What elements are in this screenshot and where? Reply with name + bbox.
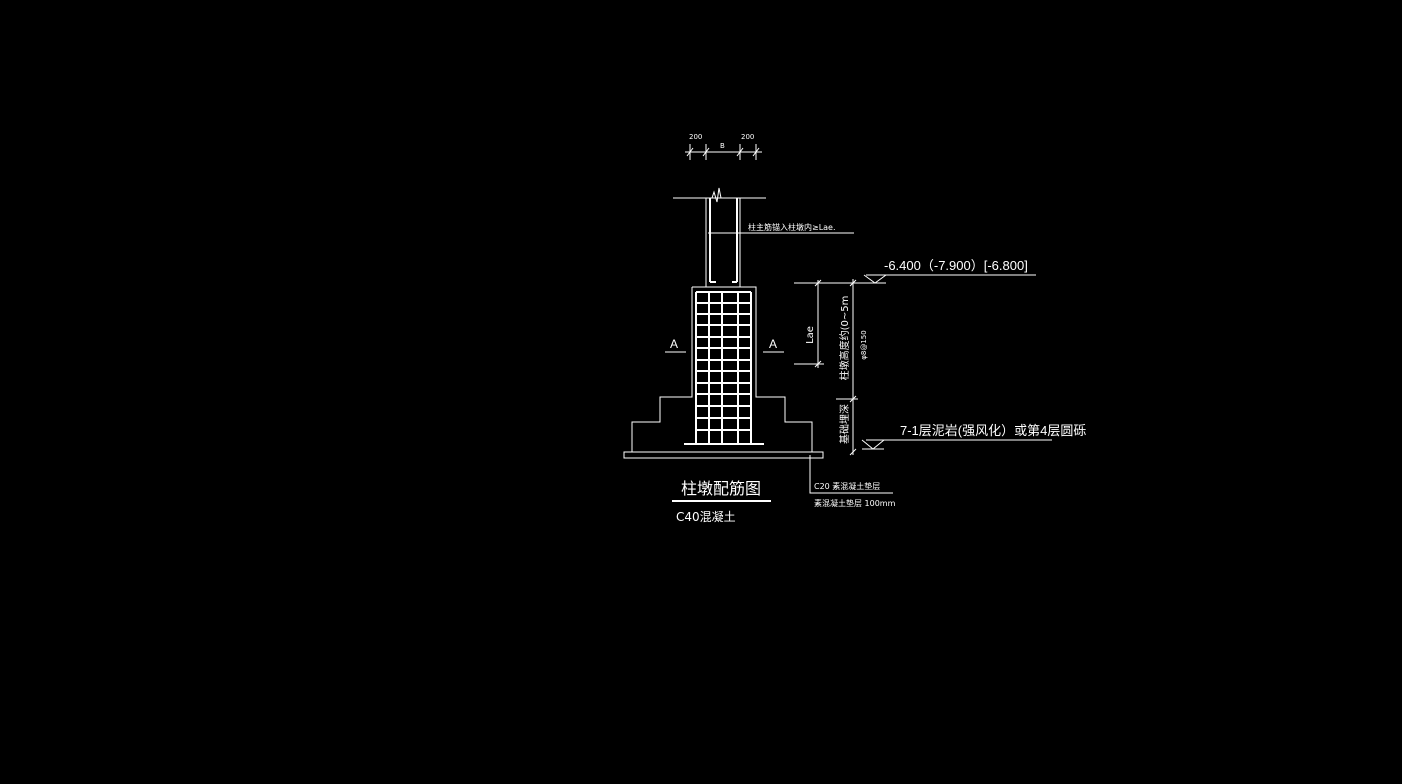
right-dimensions	[794, 279, 868, 456]
elevation-mark-top	[863, 274, 1036, 284]
stirrup-note: φ8@150	[860, 330, 868, 359]
cushion-leader	[809, 455, 893, 494]
cushion-note-1: C20 素混凝土垫层	[814, 481, 880, 491]
section-mark-right: A	[769, 337, 777, 351]
elevation-mark-bearing	[861, 439, 1052, 450]
drawing-subtitle: C40混凝土	[676, 509, 736, 524]
pier-height-note: 柱墩高度约(0~5m	[838, 296, 851, 381]
lae-label: Lae	[805, 326, 816, 344]
column-anchor-note: 柱主筋锚入柱墩内≥Lae.	[748, 222, 836, 232]
cushion-note-2: 素混凝土垫层 100mm	[814, 498, 896, 508]
dim-right: 200	[741, 133, 754, 141]
drawing-title: 柱墩配筋图	[681, 479, 761, 498]
bearing-layer: 7-1层泥岩(强风化）或第4层圆砾	[900, 423, 1086, 438]
rebar-cage	[684, 291, 764, 445]
column-rebar	[709, 198, 738, 283]
dim-middle: B	[720, 142, 725, 150]
dim-left: 200	[689, 133, 702, 141]
column-outline	[673, 187, 766, 287]
top-elevation: -6.400（-7.900）[-6.800]	[884, 258, 1028, 273]
section-mark-left: A	[670, 337, 678, 351]
top-dimension	[685, 144, 762, 160]
foundation-depth-note: 基础埋深	[838, 404, 851, 444]
cushion-layer	[623, 451, 824, 459]
linework	[623, 144, 1052, 502]
